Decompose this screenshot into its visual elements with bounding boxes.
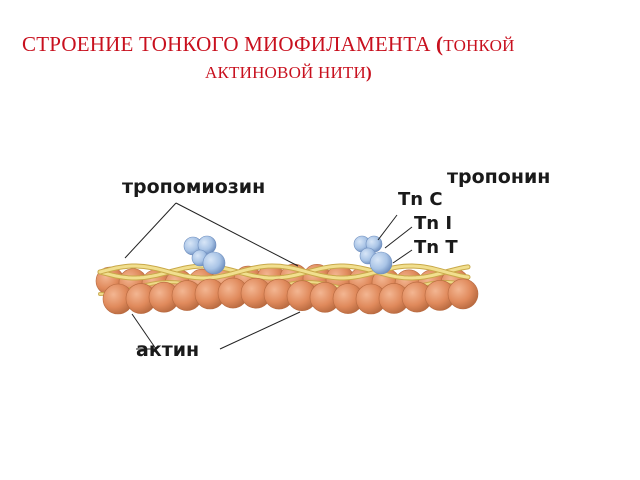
label-tn-t: Tn T	[414, 237, 458, 258]
leader-line	[392, 249, 413, 264]
title-line-1: СТРОЕНИЕ ТОНКОГО МИОФИЛАМЕНТА (ТОНКОЙ	[22, 34, 515, 55]
troponin-subunit	[369, 251, 393, 275]
troponin-subunit	[202, 251, 226, 275]
leader-line	[377, 214, 398, 241]
tropomyosin-line	[98, 264, 470, 280]
leader-line	[175, 202, 299, 267]
tropomyosin-line	[98, 264, 470, 280]
actin-front-row	[102, 277, 479, 315]
label-actin: актин	[136, 339, 200, 361]
title-sub: АКТИНОВОЙ НИТИ	[205, 63, 366, 82]
leader-line	[219, 311, 301, 350]
label-tn-c: Tn C	[398, 189, 443, 210]
title-main: СТРОЕНИЕ ТОНКОГО МИОФИЛАМЕНТА	[22, 32, 431, 56]
title-paren-open: (	[436, 32, 444, 56]
title-line-1-small: ТОНКОЙ	[443, 36, 515, 55]
leader-lines	[124, 202, 413, 350]
leader-line	[384, 226, 413, 249]
leader-line	[131, 313, 157, 350]
title-line-2: АКТИНОВОЙ НИТИ)	[205, 64, 372, 81]
title-paren-close: )	[366, 63, 372, 82]
label-tn-i: Tn I	[414, 213, 453, 234]
label-tropomyosin: тропомиозин	[122, 176, 266, 198]
leader-line	[124, 202, 177, 259]
actin-monomer	[447, 278, 479, 310]
label-troponin: тропонин	[447, 166, 551, 188]
